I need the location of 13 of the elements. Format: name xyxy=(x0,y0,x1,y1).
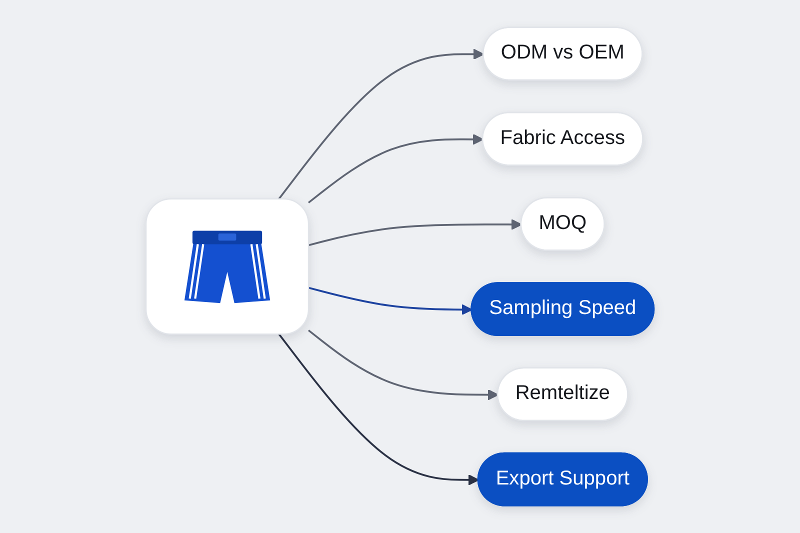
arrow xyxy=(308,134,484,204)
topic-pill: ODM vs OEM xyxy=(482,26,643,81)
topic-pill: MOQ xyxy=(520,197,606,251)
topic-pill: Sampling Speed xyxy=(470,282,655,336)
topic-pill: Export Support xyxy=(477,452,648,506)
topic-pill: Remteltize xyxy=(496,367,628,422)
arrow xyxy=(278,334,480,486)
arrow xyxy=(308,286,472,316)
picture-tile xyxy=(145,198,310,335)
arrow xyxy=(308,330,499,400)
topic-pill: Fabric Access xyxy=(482,112,644,166)
arrow xyxy=(308,219,522,246)
arrow xyxy=(278,48,484,200)
